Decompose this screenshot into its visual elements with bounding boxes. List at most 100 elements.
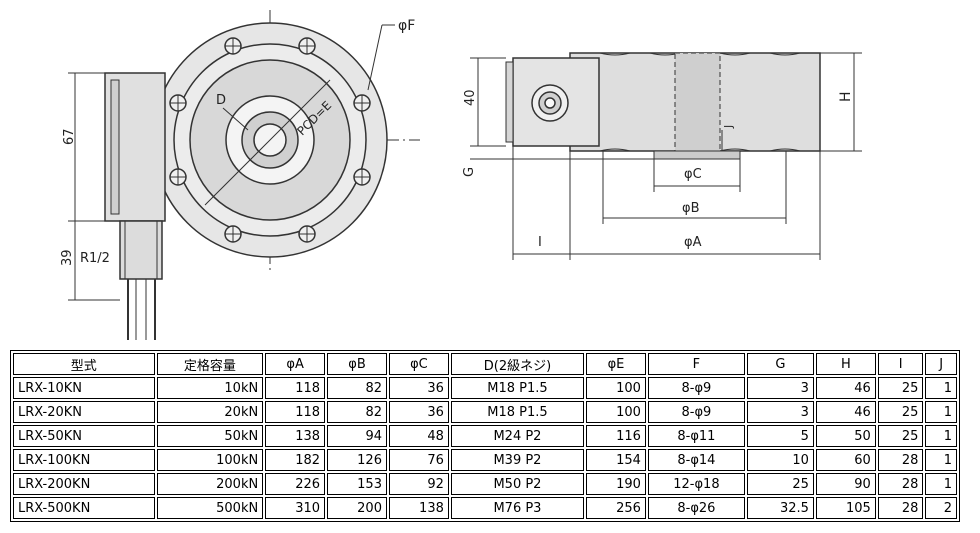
table-cell: 50kN <box>156 425 264 447</box>
col-header: H <box>815 353 876 375</box>
label-67: 67 <box>62 128 77 145</box>
table-cell: 118 <box>265 377 326 399</box>
table-cell: 100 <box>586 377 646 399</box>
table-cell: 105 <box>815 497 876 519</box>
label-j: J <box>722 125 735 129</box>
label-d: D <box>216 93 226 108</box>
table-cell: 8-φ9 <box>647 401 745 423</box>
table-cell: 48 <box>388 425 449 447</box>
table-cell: 25 <box>746 473 814 495</box>
table-cell: 200kN <box>156 473 264 495</box>
table-cell: 10 <box>746 449 814 471</box>
table-cell: 1 <box>925 425 957 447</box>
table-cell: 28 <box>877 449 924 471</box>
table-cell: 8-φ9 <box>647 377 745 399</box>
table-cell: 46 <box>815 401 876 423</box>
label-phi-a: φA <box>684 235 702 250</box>
table-cell: 46 <box>815 377 876 399</box>
table-cell: 25 <box>877 425 924 447</box>
table-row: LRX-20KN 20kN 118 82 36 M18 P1.5 100 8-φ… <box>13 401 957 423</box>
table-cell: 36 <box>388 401 449 423</box>
table-cell: LRX-50KN <box>13 425 155 447</box>
col-header: φA <box>265 353 326 375</box>
top-view <box>68 10 420 340</box>
table-row: LRX-500KN 500kN 310 200 138 M76 P3 256 8… <box>13 497 957 519</box>
table-cell: M76 P3 <box>450 497 585 519</box>
technical-drawing: φF D PCD=E 67 39 R1/2 <box>60 10 862 340</box>
table-cell: 20kN <box>156 401 264 423</box>
table-cell: 500kN <box>156 497 264 519</box>
col-header: J <box>925 353 957 375</box>
col-header: D(2級ネジ) <box>450 353 585 375</box>
table-cell: 1 <box>925 449 957 471</box>
label-phi-b: φB <box>682 201 700 216</box>
table-cell: 153 <box>327 473 387 495</box>
table-cell: 100kN <box>156 449 264 471</box>
table-cell: 310 <box>265 497 326 519</box>
table-cell: 94 <box>327 425 387 447</box>
table-cell: M18 P1.5 <box>450 377 585 399</box>
table-cell: 25 <box>877 377 924 399</box>
table-cell: 226 <box>265 473 326 495</box>
table-cell: 8-φ11 <box>647 425 745 447</box>
table-row: LRX-100KN 100kN 182 126 76 M39 P2 154 8-… <box>13 449 957 471</box>
table-cell: 8-φ14 <box>647 449 745 471</box>
col-header: φE <box>586 353 646 375</box>
table-cell: 154 <box>586 449 646 471</box>
label-40: 40 <box>463 89 478 106</box>
side-view <box>470 52 862 260</box>
table-cell: LRX-20KN <box>13 401 155 423</box>
table-cell: M39 P2 <box>450 449 585 471</box>
label-39: 39 <box>60 249 75 266</box>
col-header: F <box>647 353 745 375</box>
table-cell: 32.5 <box>746 497 814 519</box>
col-header: 型式 <box>13 353 155 375</box>
col-header: I <box>877 353 924 375</box>
table-cell: 1 <box>925 473 957 495</box>
table-cell: 50 <box>815 425 876 447</box>
table-cell: 25 <box>877 401 924 423</box>
label-phi-f: φF <box>398 18 415 34</box>
table-cell: 126 <box>327 449 387 471</box>
table-cell: 116 <box>586 425 646 447</box>
table-cell: 182 <box>265 449 326 471</box>
table-cell: 5 <box>746 425 814 447</box>
table-cell: 3 <box>746 377 814 399</box>
col-header: G <box>746 353 814 375</box>
table-cell: 60 <box>815 449 876 471</box>
spec-table: 型式 定格容量 φA φB φC D(2級ネジ) φE F G H I J LR… <box>10 350 960 522</box>
table-cell: 118 <box>265 401 326 423</box>
table-cell: 76 <box>388 449 449 471</box>
table-cell: M24 P2 <box>450 425 585 447</box>
table-cell: 100 <box>586 401 646 423</box>
table-cell: M18 P1.5 <box>450 401 585 423</box>
table-cell: LRX-100KN <box>13 449 155 471</box>
table-cell: 36 <box>388 377 449 399</box>
table-cell: 28 <box>877 473 924 495</box>
table-cell: 3 <box>746 401 814 423</box>
label-r12: R1/2 <box>80 251 110 266</box>
table-cell: 200 <box>327 497 387 519</box>
table-cell: LRX-200KN <box>13 473 155 495</box>
table-cell: 90 <box>815 473 876 495</box>
table-row: LRX-200KN 200kN 226 153 92 M50 P2 190 12… <box>13 473 957 495</box>
table-cell: 8-φ26 <box>647 497 745 519</box>
label-g: G <box>462 167 477 177</box>
col-header: 定格容量 <box>156 353 264 375</box>
table-cell: 138 <box>388 497 449 519</box>
table-row: LRX-10KN 10kN 118 82 36 M18 P1.5 100 8-φ… <box>13 377 957 399</box>
table-cell: 82 <box>327 377 387 399</box>
table-cell: 256 <box>586 497 646 519</box>
col-header: φC <box>388 353 449 375</box>
table-cell: 12-φ18 <box>647 473 745 495</box>
table-cell: 190 <box>586 473 646 495</box>
table-cell: 28 <box>877 497 924 519</box>
table-cell: 92 <box>388 473 449 495</box>
table-cell: 1 <box>925 377 957 399</box>
table-cell: LRX-500KN <box>13 497 155 519</box>
label-h: H <box>838 91 854 102</box>
label-phi-c: φC <box>684 167 702 182</box>
col-header: φB <box>327 353 387 375</box>
table-row: LRX-50KN 50kN 138 94 48 M24 P2 116 8-φ11… <box>13 425 957 447</box>
table-cell: 138 <box>265 425 326 447</box>
